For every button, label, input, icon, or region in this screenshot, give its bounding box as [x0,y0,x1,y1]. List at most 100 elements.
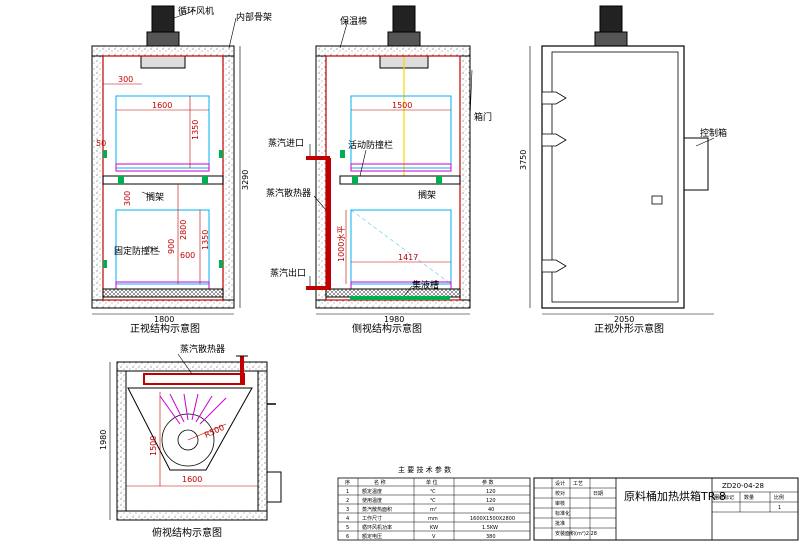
table-cell: 额定电压 [362,533,382,540]
title-cell: 审核 [555,500,565,507]
table-cell: 循环风机功率 [362,524,392,531]
side-insulation-bottom [315,299,471,309]
label-fan: 循环风机 [178,5,214,17]
table-cell: ℃ [430,498,436,504]
outline-fan-motor [599,5,623,33]
front-insulation-bottom [91,299,235,309]
side-steam-outlet [306,286,330,290]
side-green-1 [352,176,358,184]
table-cell: 2 [346,498,349,504]
top-steam-heater [143,373,245,385]
title-cell: 图纸标记 [714,494,734,501]
title-cell: 批准 [555,520,565,527]
caption-top: 俯视结构示意图 [152,526,222,539]
label-heater-top: 蒸汽散热器 [180,343,225,355]
dim-w2050: 2050 [614,315,634,324]
side-green-3 [340,150,345,158]
caption-outline: 正视外形示意图 [594,322,664,335]
view-captions: 正视结构示意图 侧视结构示意图 正视外形示意图 俯视结构示意图 [130,322,664,539]
dim-900: 900 [167,239,176,254]
table-cell: ℃ [430,489,436,495]
title-cell: 日期 [593,491,603,497]
side-upper-work-area [350,95,452,169]
side-green-2 [436,176,442,184]
callout-labels: 循环风机 内部骨架 保温棉 箱门 蒸汽进口 活动防撞栏 蒸汽散热器 搁架 蒸汽出… [114,5,727,355]
table-header-0: 序 [345,479,350,486]
side-upper-bar [350,163,452,172]
table-title: 主 要 技 术 参 数 [398,465,451,474]
label-rack-side: 搁架 [418,189,436,201]
front-lower-bar [115,281,210,290]
side-view [306,5,473,315]
dim-w1600: 1600 [152,101,172,110]
front-insulation-left [91,45,104,309]
title-cell: 安装面积(m²)2.28 [555,530,597,537]
table-cell: m² [430,507,437,513]
label-fixed-bar: 固定防撞栏 [114,245,159,257]
dim-300b: 300 [123,191,132,206]
side-shelf [339,175,461,185]
title-name: 原料桶加热烘箱TR-8 [624,489,726,503]
parameter-table: 主 要 技 术 参 数 序 名 称 单 位 参 数 1 额定温度 ℃ 120 2… [337,465,531,541]
table-header-3: 参 数 [482,479,494,486]
caption-front: 正视结构示意图 [130,322,200,335]
dim-top1980: 1980 [99,430,108,450]
front-lower-work-area [115,209,210,285]
table-cell: 6 [346,534,349,540]
label-steam-in: 蒸汽进口 [268,137,304,149]
side-insulation-right [459,45,471,309]
top-fan-circle-outer [161,413,215,467]
dim-top1600: 1600 [182,475,202,484]
table-cell: 380 [486,534,496,540]
dim-1350a: 1350 [191,120,200,140]
title-cell: 标准化 [555,510,570,517]
side-insulation-left [315,45,327,309]
label-frame: 内部骨架 [236,11,272,23]
top-air-duct [127,387,253,471]
title-cell: 1 [778,505,781,511]
outline-hinge-2 [541,133,567,147]
front-fan-motor [151,5,175,33]
title-cell: 数量 [744,494,754,501]
dim-1350b: 1350 [201,230,210,250]
label-control-box: 控制箱 [700,127,727,139]
side-collector [350,296,450,300]
label-steam-out: 蒸汽出口 [270,267,306,279]
outline-fan-base [594,31,628,47]
dimension-labels: 1800 1600 300 1350 2800 300 900 600 1350… [96,75,634,484]
title-cell: 设计 [555,480,565,487]
table-cell: 1.5KW [482,525,498,531]
title-block: 原料桶加热烘箱TR-8 ZD20-04-28 图纸标记 数量 比例 1 设计 工… [533,477,799,541]
table-cell: 120 [486,489,496,495]
label-collector: 集液槽 [412,279,439,291]
top-outlet-box [266,471,282,503]
table-header-1: 名 称 [374,479,386,486]
front-fan-base [146,31,180,47]
dim-600: 600 [180,251,195,260]
front-bottom-shelf [102,288,224,298]
table-cell: 1 [346,489,349,495]
outline-door [551,51,679,303]
dim-h3750: 3750 [519,150,528,170]
dim-w1800: 1800 [154,315,174,324]
table-cell: 3 [346,507,349,513]
dim-50: 50 [96,139,106,148]
front-green-1 [118,176,124,184]
top-insulation-right [257,361,268,521]
top-view [109,353,282,521]
dim-r500: R500 [203,423,226,440]
front-insulation-top [91,45,235,57]
table-cell: 额定温度 [362,488,382,495]
front-green-6 [219,260,223,268]
title-date: ZD20-04-28 [722,482,764,490]
side-bottom-shelf [325,288,461,298]
side-steam-heater [326,158,331,290]
side-fan-motor [392,5,416,33]
front-green-5 [103,260,107,268]
front-upper-bar [115,163,210,172]
front-green-3 [103,150,107,158]
table-cell: 4 [346,516,349,522]
outline-body [541,45,685,309]
title-cell: 校对 [555,490,565,497]
dim-w1417: 1417 [398,253,418,262]
